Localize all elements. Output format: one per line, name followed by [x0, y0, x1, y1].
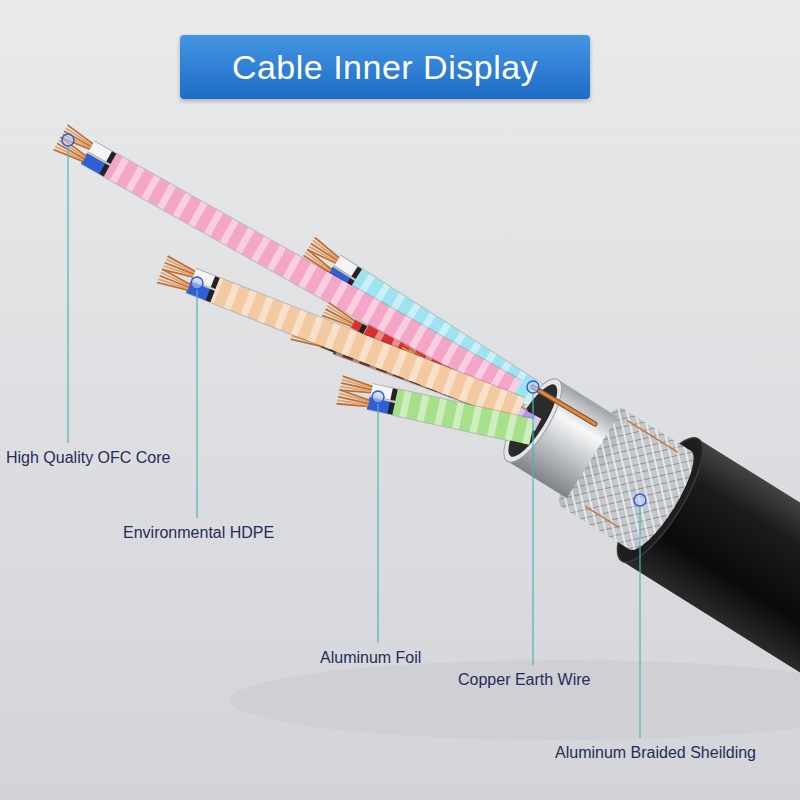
copper-strand [167, 260, 194, 273]
braid-copper-strand [585, 506, 619, 527]
braid-copper-strand [627, 421, 678, 453]
copper-strand [343, 376, 371, 386]
leader-line [196, 289, 197, 518]
copper-strand [328, 306, 354, 322]
sub-wire-shade [353, 323, 365, 330]
part-label: Aluminum Braided Sheilding [555, 743, 756, 763]
braid-cap [616, 442, 705, 557]
sub-wire-shade [337, 260, 359, 274]
leader-line [639, 506, 640, 738]
sub-wire [337, 260, 359, 274]
copper-strand [313, 241, 337, 259]
earth-wire-shade [533, 387, 595, 424]
wire-outline [395, 402, 532, 432]
wire-band [355, 271, 359, 274]
sub-wire [353, 323, 365, 330]
leader-marker [372, 391, 384, 403]
leader-marker [634, 494, 646, 506]
part-label: Aluminum Foil [320, 648, 421, 668]
copper-strand [315, 238, 338, 257]
leader-marker [62, 134, 74, 146]
copper-strand [168, 256, 195, 271]
wire-insulation [215, 290, 520, 410]
wire-twist [110, 165, 515, 392]
part-label: High Quality OFC Core [6, 448, 171, 468]
sub-wire [91, 146, 114, 159]
twisted-pair [54, 125, 515, 392]
wire-band [392, 394, 397, 395]
earth-wire [533, 387, 595, 424]
floor-shadow [230, 660, 800, 740]
twisted-pair [337, 376, 532, 432]
leader-line [377, 403, 378, 643]
twisted-pair [158, 256, 520, 410]
leader-line [67, 146, 68, 443]
wire-band [213, 282, 218, 284]
sub-wire-shade [91, 146, 114, 159]
title-text: Cable Inner Display [232, 48, 538, 87]
wire-pairs [54, 125, 538, 432]
copper-strand [329, 303, 354, 320]
wire-twist [215, 290, 520, 410]
part-label: Copper Earth Wire [458, 670, 591, 690]
wire-band [102, 169, 106, 171]
leader-lines [68, 146, 640, 738]
wire-insulation [395, 402, 532, 432]
leader-marker [527, 381, 539, 393]
wire-band [109, 156, 113, 158]
title-banner: Cable Inner Display [180, 35, 590, 99]
wire-band [208, 295, 213, 297]
sub-wire [368, 403, 393, 409]
wire-band [361, 328, 365, 330]
wire-insulation [110, 165, 515, 392]
wire-outline [110, 165, 515, 392]
leader-marker [191, 277, 203, 289]
sub-wire-shade [368, 403, 393, 409]
wire-outline [215, 290, 520, 410]
wire-twist [395, 402, 532, 432]
wire-band [389, 408, 394, 409]
part-label: Environmental HDPE [123, 523, 274, 543]
leader-line [532, 393, 533, 665]
braid-cap-weave [616, 442, 705, 557]
